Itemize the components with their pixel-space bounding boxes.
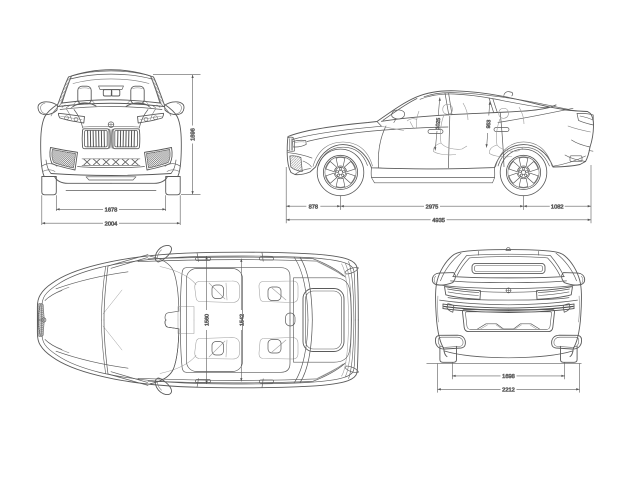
svg-text:953: 953 [486,119,493,128]
svg-text:878: 878 [309,204,319,210]
svg-text:1678: 1678 [105,207,118,213]
svg-text:1082: 1082 [551,204,564,210]
svg-text:1542: 1542 [239,314,245,326]
svg-text:1025: 1025 [435,117,442,129]
svg-text:1696: 1696 [191,128,197,141]
svg-text:1560: 1560 [205,314,211,326]
svg-text:2212: 2212 [502,387,515,393]
svg-text:2975: 2975 [426,204,439,210]
svg-text:4935: 4935 [432,218,445,224]
svg-text:1698: 1698 [502,374,515,380]
svg-text:2004: 2004 [105,221,118,227]
